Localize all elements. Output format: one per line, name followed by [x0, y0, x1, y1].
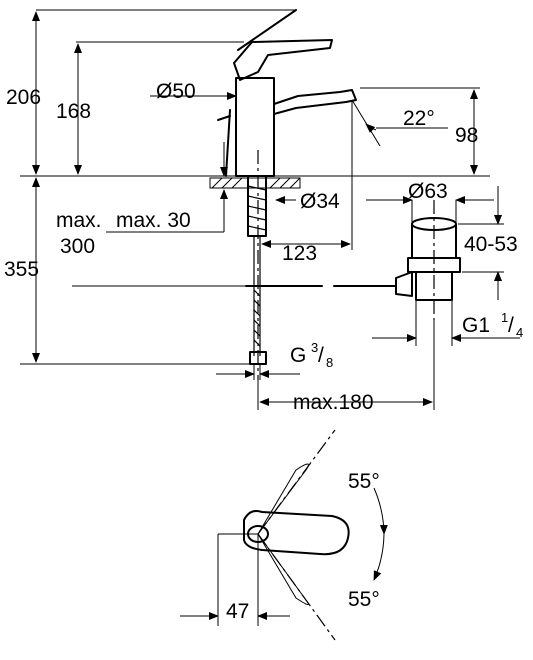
label-below-counter: 355 — [4, 258, 39, 281]
drain-linkage — [395, 271, 413, 297]
dimension-labels: 206 168 Ø50 22° 98 max. 30 max. 300 Ø34 … — [4, 80, 523, 623]
lever — [233, 39, 333, 81]
label-waste-thread-den: 4 — [516, 325, 523, 340]
lever-top-view — [243, 510, 350, 556]
label-spout-angle: 22° — [403, 107, 435, 130]
angle-line-down — [257, 533, 336, 641]
popup-knob — [217, 115, 231, 121]
lever-open-position — [237, 9, 297, 51]
label-total-height: 206 — [6, 86, 41, 109]
faucet-body — [235, 77, 275, 177]
supply-hose — [253, 236, 261, 356]
drain-nut — [407, 257, 461, 273]
faucet-top-view — [180, 429, 388, 641]
label-connection-thread-den: 8 — [326, 355, 333, 370]
angle-arc-up — [373, 487, 388, 535]
label-spout-reach: 123 — [282, 242, 317, 265]
label-waste-thread: G1 — [462, 314, 490, 337]
popup-rod — [225, 109, 231, 177]
hose-braid — [253, 289, 261, 347]
drain-assembly — [395, 200, 461, 320]
label-spout-to-counter: 98 — [455, 124, 478, 147]
label-hose-length-prefix: max. — [56, 209, 102, 232]
shank-thread — [247, 185, 267, 231]
label-lever-angle-top: 55° — [348, 470, 380, 493]
label-connection-thread-slash: / — [318, 344, 324, 367]
angle-line-up — [257, 429, 336, 535]
label-hose-length: 300 — [60, 235, 95, 258]
label-connection-thread: G — [290, 344, 306, 367]
label-lever-offset: 47 — [226, 600, 249, 623]
dimension-lines — [20, 9, 520, 410]
angle-arc-down — [373, 533, 385, 581]
label-drain-adjust: 40-53 — [464, 233, 518, 256]
label-drain-offset: max.180 — [293, 391, 374, 414]
label-drain-diameter: Ø63 — [408, 180, 448, 203]
label-spout-height: 168 — [56, 100, 91, 123]
label-max-counter-thickness: max. 30 — [116, 209, 191, 232]
label-hole-diameter: Ø34 — [300, 190, 340, 213]
faucet-side-view — [20, 9, 490, 380]
spout — [273, 89, 357, 115]
counter-hatch — [209, 177, 301, 189]
label-waste-thread-slash: / — [508, 314, 514, 337]
label-lever-angle-bottom: 55° — [348, 588, 380, 611]
label-waste-thread-num: 1 — [501, 310, 508, 325]
label-body-diameter: Ø50 — [156, 80, 196, 103]
label-connection-thread-num: 3 — [311, 340, 318, 355]
